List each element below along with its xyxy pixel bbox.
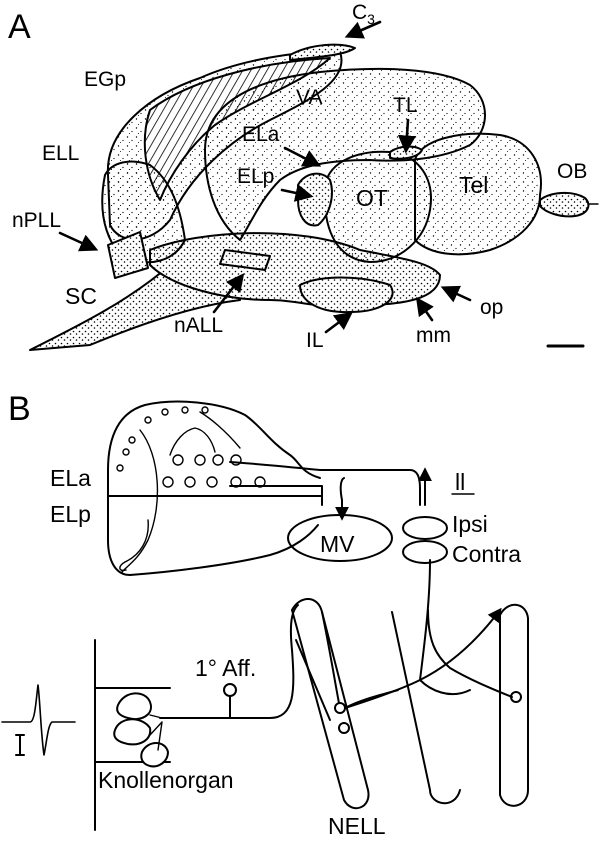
label-il: IL: [306, 329, 324, 352]
label-ell: ELL: [42, 142, 79, 165]
ela-to-mv: [335, 477, 349, 521]
el-inner-boundary: [121, 429, 159, 573]
panel-a: A C3 EGp VA: [8, 1, 599, 352]
arrow-elp: [280, 184, 314, 202]
label-contra: Contra: [452, 541, 521, 567]
npll-nerve: [107, 231, 149, 279]
label-nell: NELL: [328, 813, 386, 839]
eod-waveform: [1, 684, 76, 756]
label-sc: SC: [65, 283, 97, 309]
olfactory-bulb: [539, 192, 590, 218]
inferior-lobe: [299, 276, 394, 314]
primary-afferent: [159, 604, 299, 719]
elp-dendrite: [119, 519, 149, 572]
arrow-il: [324, 311, 353, 334]
label-op: op: [480, 296, 503, 319]
telencephalon: [414, 132, 542, 256]
arrow-mm: [415, 297, 434, 322]
label-ela-b: ELa: [50, 465, 91, 491]
nall-nerve: [219, 249, 271, 271]
el-nucleus-outline: [107, 400, 321, 576]
label-npll: nPLL: [12, 209, 61, 232]
c3-region: [289, 43, 356, 61]
label-ob: OB: [557, 160, 587, 183]
ela-cells: [116, 406, 266, 488]
panel-b-letter: B: [8, 390, 31, 428]
mv-nucleus: [287, 514, 393, 562]
arrow-op: [440, 285, 472, 303]
label-tl: TL: [393, 94, 418, 117]
arrow-c3: [344, 20, 382, 39]
label-knollenorgan: Knollenorgan: [98, 767, 234, 793]
arrow-tl: [397, 118, 417, 154]
label-ot: OT: [356, 185, 388, 211]
ell-lobe: [101, 160, 186, 264]
label-va: VA: [296, 86, 322, 109]
label-ela: ELa: [242, 123, 280, 146]
panel-b: B: [1, 390, 529, 839]
label-ll: ll: [455, 469, 465, 495]
nell-columns: [291, 598, 529, 810]
label-c3: C3: [352, 1, 375, 27]
arrow-ela: [283, 146, 322, 167]
label-ipsi: Ipsi: [452, 511, 488, 537]
label-mm: mm: [416, 324, 451, 347]
elp-band: [229, 485, 323, 506]
label-egp: EGp: [84, 68, 126, 91]
nell-cells: [334, 607, 522, 734]
arrow-npll: [58, 231, 99, 252]
panel-a-arrows: [58, 20, 472, 334]
label-nall: nALL: [174, 314, 223, 337]
ela-band: [229, 461, 421, 506]
label-mv: MV: [320, 531, 355, 557]
label-elp-b: ELp: [50, 501, 91, 527]
panel-a-letter: A: [8, 8, 31, 46]
arrow-nall: [212, 273, 245, 314]
knollenorgan-receptor: [94, 639, 171, 831]
optic-tectum: [323, 150, 432, 263]
label-tel: Tel: [459, 172, 488, 198]
label-elp: ELp: [237, 165, 274, 188]
lateral-lemniscus: [402, 467, 448, 681]
label-aff: 1° Aff.: [195, 655, 256, 681]
